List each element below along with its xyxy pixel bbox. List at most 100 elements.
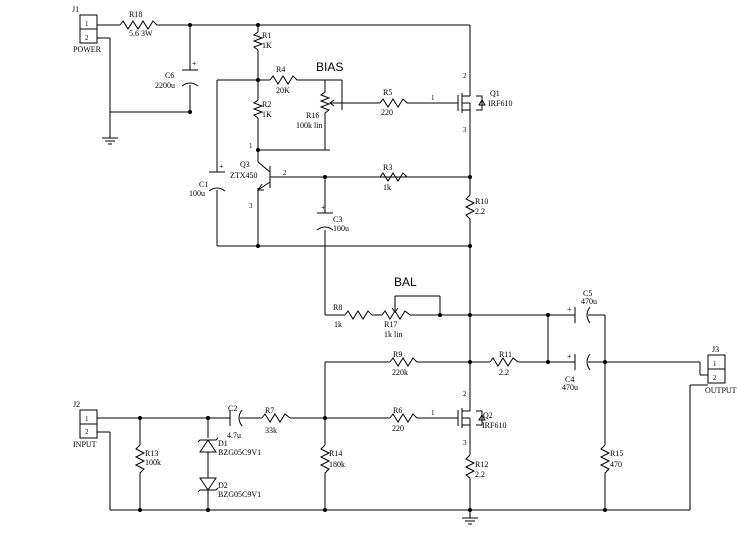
- pin-number: 2: [283, 169, 287, 177]
- resistor-r9: R9 220k: [389, 350, 420, 377]
- pin-number: 2: [85, 428, 89, 436]
- component-value: BZG05C9V1: [218, 448, 261, 457]
- junction-dot: [206, 416, 210, 420]
- component-value: 100k lin: [296, 121, 322, 130]
- junction-dot: [603, 508, 607, 512]
- resistor-r12: R12 2.2: [464, 454, 488, 480]
- component-value: 2.2: [475, 207, 485, 216]
- junction-dot: [206, 508, 210, 512]
- resistor-r15: R15 470: [599, 444, 623, 480]
- resistor-r10: R10 2.2: [464, 194, 488, 222]
- component-ref: R6: [393, 406, 402, 415]
- capacitor-c1: + C1 100u: [189, 162, 226, 198]
- junction-dot: [188, 23, 192, 27]
- ground-symbol: [102, 137, 118, 145]
- component-value: 470u: [562, 383, 578, 392]
- capacitor-c3: + C3 100u: [316, 203, 349, 233]
- component-value: 1K: [262, 41, 272, 50]
- component-value: BZG05C9V1: [218, 490, 261, 499]
- resistor-r14: R14 180k: [319, 444, 345, 480]
- connector-ref: J2: [73, 400, 80, 409]
- component-ref: R3: [383, 163, 392, 172]
- component-ref: C3: [333, 215, 342, 224]
- bal-label: BAL: [394, 275, 417, 289]
- ground-symbol: [462, 517, 478, 525]
- component-value: 470: [610, 460, 622, 469]
- transistor-q3: 2 1 3 Q3 ZTX450: [230, 142, 287, 210]
- junction-dot: [188, 110, 192, 114]
- transistor-q2: 2 1 3 Q2 IRF610: [431, 390, 506, 447]
- junction-dot: [138, 416, 142, 420]
- component-ref: R14: [329, 449, 342, 458]
- component-ref: R4: [276, 65, 285, 74]
- pin-number: 2: [713, 374, 717, 382]
- component-ref: R13: [145, 449, 158, 458]
- component-value: IRF610: [482, 421, 506, 430]
- component-ref: R1: [262, 31, 271, 40]
- wiring: [97, 24, 708, 518]
- connector-name: INPUT: [73, 440, 97, 449]
- resistor-r16-pot: R16 100k lin: [296, 80, 342, 130]
- junction-dot: [438, 313, 442, 317]
- component-value: 1K: [262, 110, 272, 119]
- component-value: 1k lin: [384, 330, 402, 339]
- component-ref: Q1: [490, 89, 500, 98]
- junction-dot: [468, 508, 472, 512]
- component-value: ZTX450: [230, 171, 258, 180]
- junction-dot: [256, 244, 260, 248]
- polarity-mark: +: [567, 305, 572, 314]
- component-value: 2.2: [499, 368, 509, 377]
- connector-j2: 1 2 J2 INPUT: [73, 400, 98, 449]
- component-ref: R10: [475, 197, 488, 206]
- pin-number: 1: [713, 360, 717, 368]
- component-ref: R12: [475, 460, 488, 469]
- connector-name: POWER: [73, 45, 102, 54]
- capacitor-c2: C2 4.7u: [227, 404, 243, 440]
- component-value: IRF610: [488, 99, 512, 108]
- component-ref: C1: [199, 180, 208, 189]
- junction-dot: [546, 360, 550, 364]
- component-ref: R11: [499, 350, 512, 359]
- junction-dot: [256, 78, 260, 82]
- component-ref: D1: [218, 439, 228, 448]
- component-value: 100k: [145, 458, 161, 467]
- resistor-r3: R3 1k: [379, 163, 410, 192]
- junction-dots: [138, 23, 607, 512]
- junction-dot: [138, 508, 142, 512]
- connector-ref: J3: [712, 345, 719, 354]
- resistor-r11: R11 2.2: [489, 350, 519, 377]
- component-ref: D2: [218, 481, 228, 490]
- component-value: 4.7u: [227, 431, 241, 440]
- component-ref: Q2: [483, 411, 493, 420]
- transistor-q1: 2 1 3 Q1 IRF610: [431, 72, 512, 134]
- component-ref: R5: [383, 88, 392, 97]
- component-ref: C6: [165, 71, 174, 80]
- connector-ref: J1: [72, 5, 79, 14]
- pin-number: 2: [85, 34, 89, 42]
- pin-number: 2: [463, 390, 467, 398]
- pin-number: 1: [85, 415, 89, 423]
- zener-diode-d2: D2 BZG05C9V1: [197, 477, 261, 500]
- connector-j3: 1 2 J3 OUTPUT: [705, 345, 737, 395]
- component-value: 180k: [329, 460, 345, 469]
- resistor-r7: R7 33k: [261, 406, 291, 435]
- junction-dot: [468, 313, 472, 317]
- component-ref: Q3: [240, 160, 250, 169]
- pin-number: 1: [431, 409, 435, 417]
- component-ref: R17: [384, 320, 397, 329]
- component-ref: R8: [333, 303, 342, 312]
- capacitor-c4: + C4 470u: [562, 352, 591, 392]
- resistor-r6: R6 220: [389, 406, 420, 433]
- component-ref: R16: [306, 111, 319, 120]
- connector-j1: 1 2 J1 POWER: [72, 5, 102, 54]
- component-value: 220: [392, 424, 404, 433]
- component-ref: R9: [393, 350, 402, 359]
- junction-dot: [323, 175, 327, 179]
- component-ref: R7: [265, 406, 274, 415]
- pin-number: 2: [463, 72, 467, 80]
- pin-number: 1: [249, 142, 253, 150]
- pin-number: 1: [431, 94, 435, 102]
- resistor-r1: R1 1K: [252, 31, 272, 51]
- bias-label: BIAS: [316, 60, 343, 74]
